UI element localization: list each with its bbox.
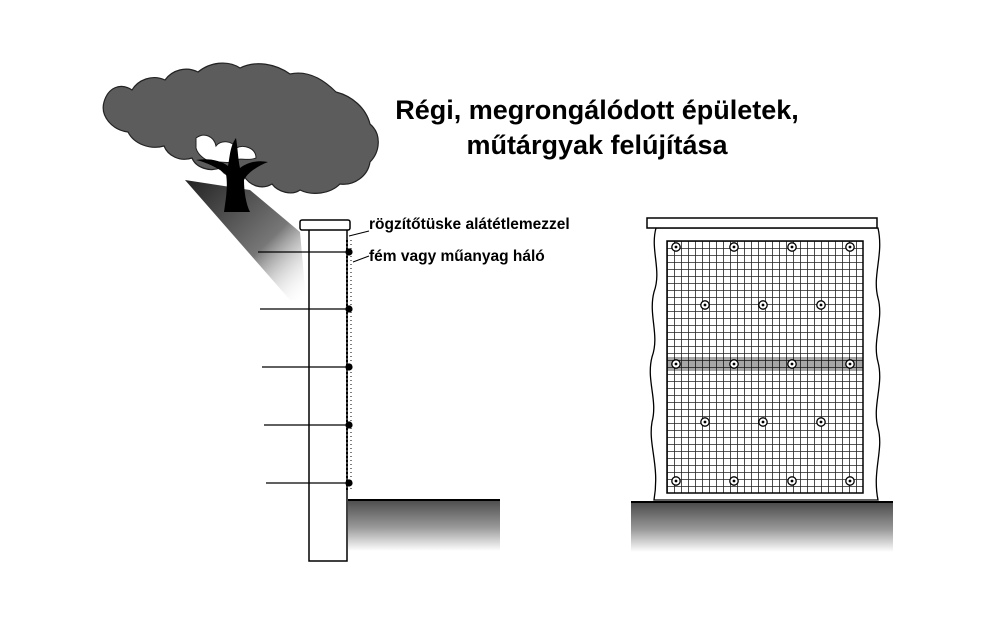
mesh-panel (631, 217, 893, 552)
anchor-marker-center (674, 245, 678, 249)
ground-right (631, 502, 893, 552)
title-block: Régi, megrongálódott épületek, műtárgyak… (395, 95, 799, 160)
panel-anchors (671, 242, 855, 486)
anchor-marker-center (674, 479, 678, 483)
tree-shadow (185, 180, 306, 300)
wall-body (308, 227, 348, 562)
anchor-marker-center (674, 362, 678, 366)
anchor-marker-center (732, 245, 736, 249)
anchor-marker-center (848, 479, 852, 483)
anchor-pins (258, 248, 353, 487)
mesh-seam (667, 357, 863, 371)
anchor-marker-center (848, 245, 852, 249)
anchor-marker-center (703, 420, 707, 424)
anchor-marker-center (819, 303, 823, 307)
tree-illustration (102, 62, 379, 300)
tree-foliage (102, 62, 379, 194)
anchor-marker-center (790, 479, 794, 483)
anchor-marker-center (761, 303, 765, 307)
anchor-marker-center (761, 420, 765, 424)
wall-section: rögzítőtüske alátétlemezzel fém vagy műa… (258, 216, 570, 562)
tree-trunk (196, 138, 268, 212)
label-anchor: rögzítőtüske alátétlemezzel (369, 216, 570, 233)
anchor-marker-center (732, 479, 736, 483)
ground-left (348, 499, 500, 551)
anchor-marker-center (819, 420, 823, 424)
anchor-marker-center (703, 303, 707, 307)
label-mesh: fém vagy műanyag háló (369, 248, 545, 265)
mesh-grid (666, 240, 864, 494)
anchor-marker-center (732, 362, 736, 366)
anchor-marker-center (790, 362, 794, 366)
title-line-1: Régi, megrongálódott épületek, (395, 95, 799, 125)
anchor-marker-center (790, 245, 794, 249)
panel-coping (646, 217, 878, 229)
title-line-2: műtárgyak felújítása (466, 130, 728, 160)
wall-coping (299, 219, 351, 231)
anchor-marker-center (848, 362, 852, 366)
